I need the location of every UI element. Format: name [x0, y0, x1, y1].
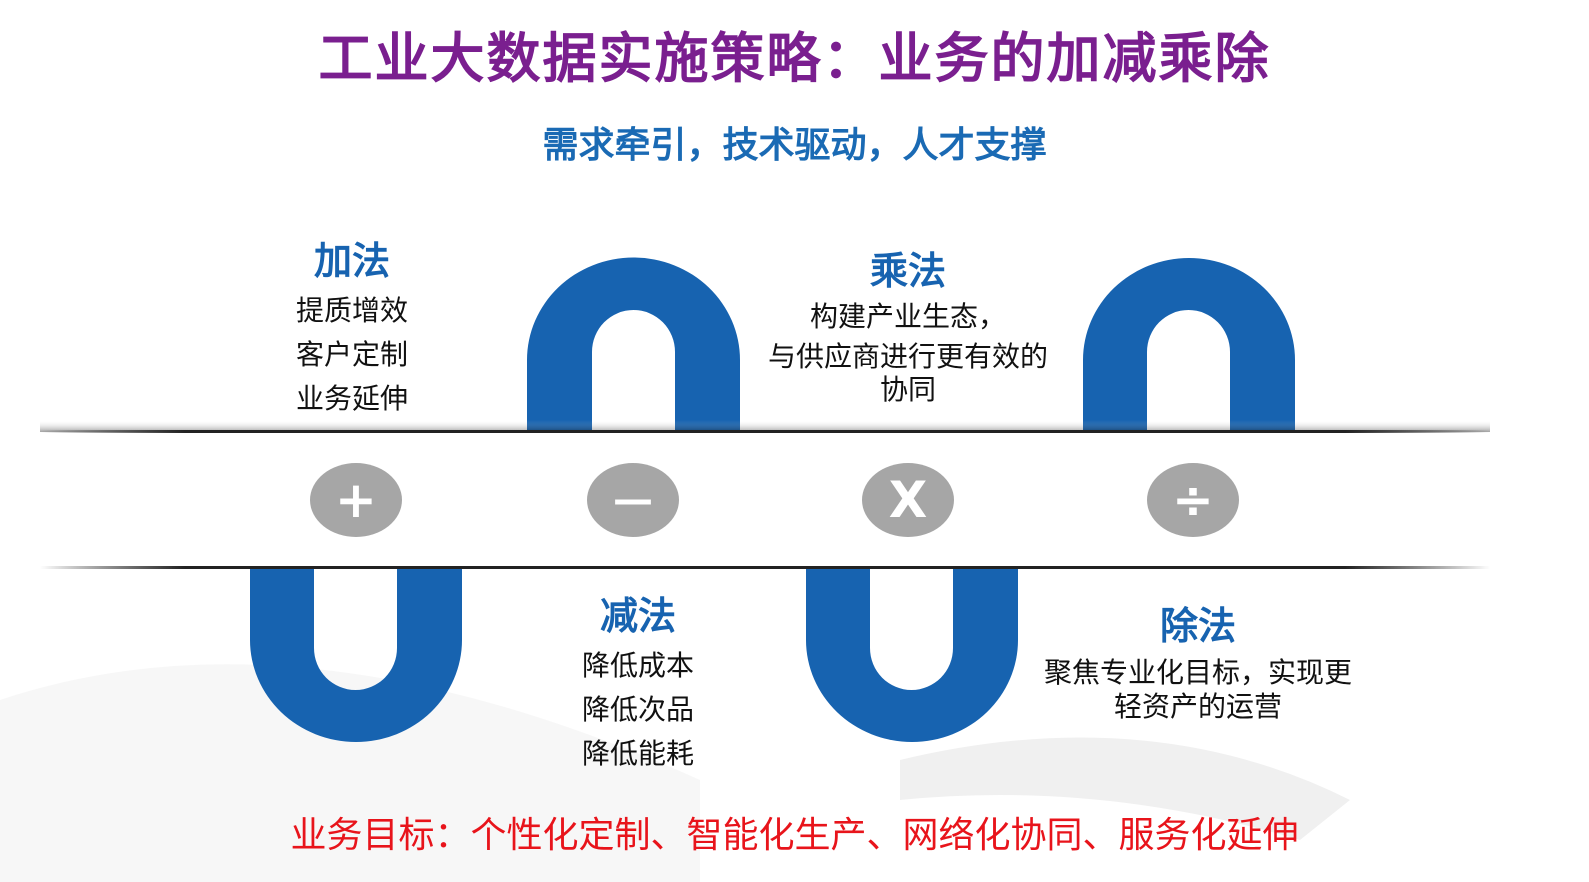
section-line: 与供应商进行更有效的 — [767, 340, 1048, 373]
section-body: 聚焦专业化目标，实现更 轻资产的运营 — [1018, 656, 1378, 724]
section-body: 降低成本 降低次品 降低能耗 — [538, 644, 738, 776]
section-body: 构建产业生态， 与供应商进行更有效的 协同 — [738, 297, 1078, 406]
upper-arch-subtract — [527, 257, 740, 432]
business-goal: 业务目标：个性化定制、智能化生产、网络化协同、服务化延伸 — [290, 815, 1299, 856]
section-line: 构建产业生态， — [809, 300, 1006, 333]
lower-u-add — [250, 566, 462, 742]
section-line: 提质增效 — [295, 294, 408, 327]
section-multiply: 乘法 构建产业生态， 与供应商进行更有效的 协同 — [738, 240, 1078, 406]
section-line: 客户定制 — [295, 338, 408, 371]
section-line: 轻资产的运营 — [1113, 690, 1282, 723]
multiply-icon: X — [862, 463, 954, 537]
section-heading: 乘法 — [869, 249, 946, 293]
section-line: 聚焦专业化目标，实现更 — [1043, 656, 1352, 689]
section-subtract: 减法 降低成本 降低次品 降低能耗 — [538, 585, 738, 776]
band-top-line — [40, 430, 1490, 433]
plus-icon: + — [310, 463, 402, 537]
section-line: 降低成本 — [581, 649, 694, 682]
page-subtitle: 需求牵引，技术驱动，人才支撑 — [542, 125, 1047, 166]
section-body: 提质增效 客户定制 业务延伸 — [252, 289, 452, 421]
lower-u-multiply — [806, 566, 1018, 742]
section-line: 降低能耗 — [581, 737, 694, 770]
section-heading: 减法 — [599, 594, 676, 638]
section-heading: 除法 — [1159, 604, 1236, 648]
section-heading: 加法 — [313, 239, 390, 283]
section-line: 协同 — [879, 373, 936, 406]
band-bottom-line — [40, 566, 1490, 569]
upper-arch-divide — [1083, 258, 1295, 432]
page-title: 工业大数据实施策略：业务的加减乘除 — [318, 27, 1271, 90]
section-add: 加法 提质增效 客户定制 业务延伸 — [252, 230, 452, 421]
background-decoration — [0, 664, 700, 882]
section-line: 降低次品 — [581, 693, 694, 726]
minus-icon: — — [587, 463, 679, 537]
divide-icon: ÷ — [1147, 463, 1239, 537]
section-line: 业务延伸 — [295, 382, 408, 415]
section-divide: 除法 聚焦专业化目标，实现更 轻资产的运营 — [1018, 595, 1378, 724]
